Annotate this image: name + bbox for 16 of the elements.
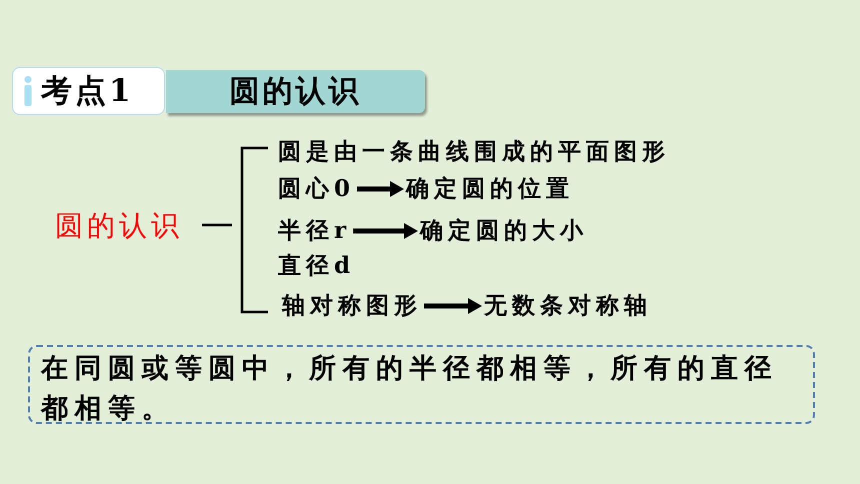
arrow xyxy=(357,181,404,197)
property-text: 确定圆的位置 xyxy=(404,175,576,203)
definition-text: 圆是由一条曲线围成的平面图形 xyxy=(277,138,671,166)
term-text: 直径d xyxy=(277,252,356,280)
topic-text: 圆的认识 xyxy=(55,209,183,243)
note-box: 在同圆或等圆中，所有的半径都相等，所有的直径都相等。 xyxy=(28,345,815,424)
term-text: 轴对称图形 xyxy=(280,292,424,320)
property-text: 无数条对称轴 xyxy=(482,292,654,320)
property-text: 确定圆的大小 xyxy=(418,217,590,245)
heading-band: 圆的认识 xyxy=(166,70,425,113)
section-tab xyxy=(12,67,165,115)
tab-title: 考点1 xyxy=(41,72,134,111)
arrow xyxy=(353,223,418,239)
term-text: 半径r xyxy=(276,217,354,245)
arrow xyxy=(424,298,482,314)
term-text: 圆心0 xyxy=(276,175,358,203)
